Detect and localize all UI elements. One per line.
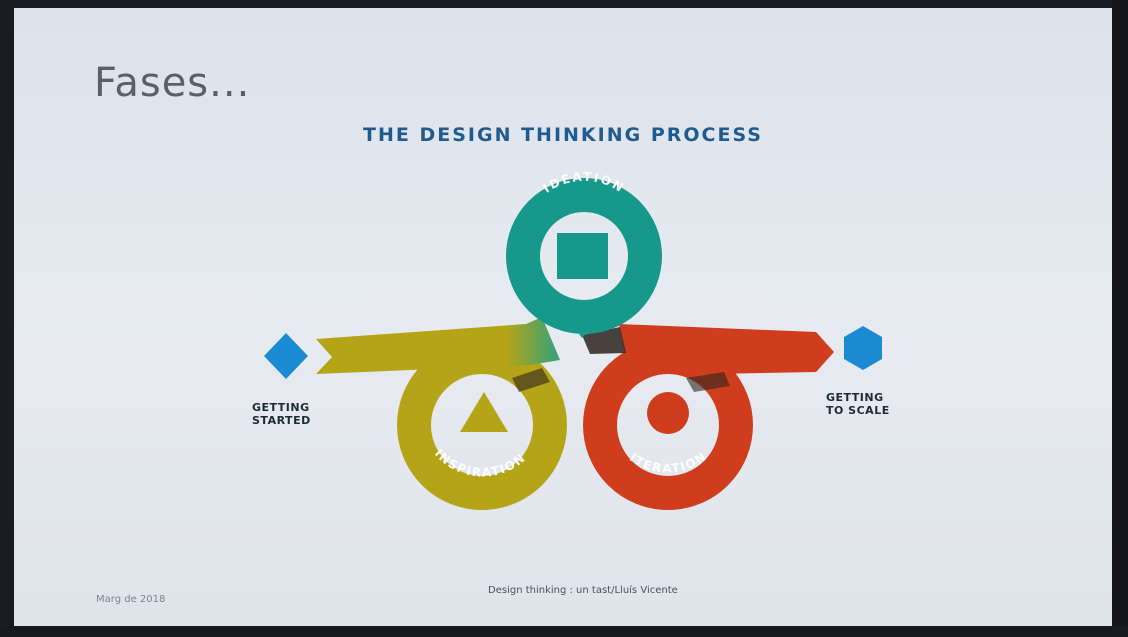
design-thinking-diagram: IDEATION INSPIRATION ITERATION	[264, 170, 882, 510]
getting-started-line-2: STARTED	[252, 414, 311, 427]
getting-started-diamond	[264, 333, 308, 379]
getting-to-scale-line-2: TO SCALE	[826, 404, 890, 417]
screen-bezel-bottom	[0, 626, 1128, 637]
band-shadow-center	[582, 327, 626, 354]
getting-to-scale-line-1: GETTING	[826, 391, 884, 404]
footer-caption: Design thinking : un tast/Lluís Vicente	[488, 585, 678, 596]
getting-to-scale-hexagon	[844, 326, 882, 370]
inspiration-triangle	[460, 392, 508, 432]
getting-started-label: GETTING STARTED	[252, 401, 311, 427]
iteration-circle	[647, 392, 689, 434]
getting-to-scale-label: GETTING TO SCALE	[826, 391, 890, 417]
diagram-title: THE DESIGN THINKING PROCESS	[363, 124, 763, 146]
screen-bezel-right	[1112, 0, 1128, 637]
slide-title: Fases...	[94, 60, 251, 106]
slide: Fases... THE DESIGN THINKING PROCESS	[14, 8, 1112, 626]
getting-started-line-1: GETTING	[252, 401, 310, 414]
ideation-tail	[562, 310, 606, 338]
inspiration-band	[316, 317, 560, 374]
band-shadow-right	[686, 372, 730, 392]
ideation-square	[557, 233, 608, 279]
band-shadow-left	[512, 368, 550, 392]
iteration-band	[619, 324, 834, 374]
footer-date: Marg de 2018	[96, 594, 166, 605]
